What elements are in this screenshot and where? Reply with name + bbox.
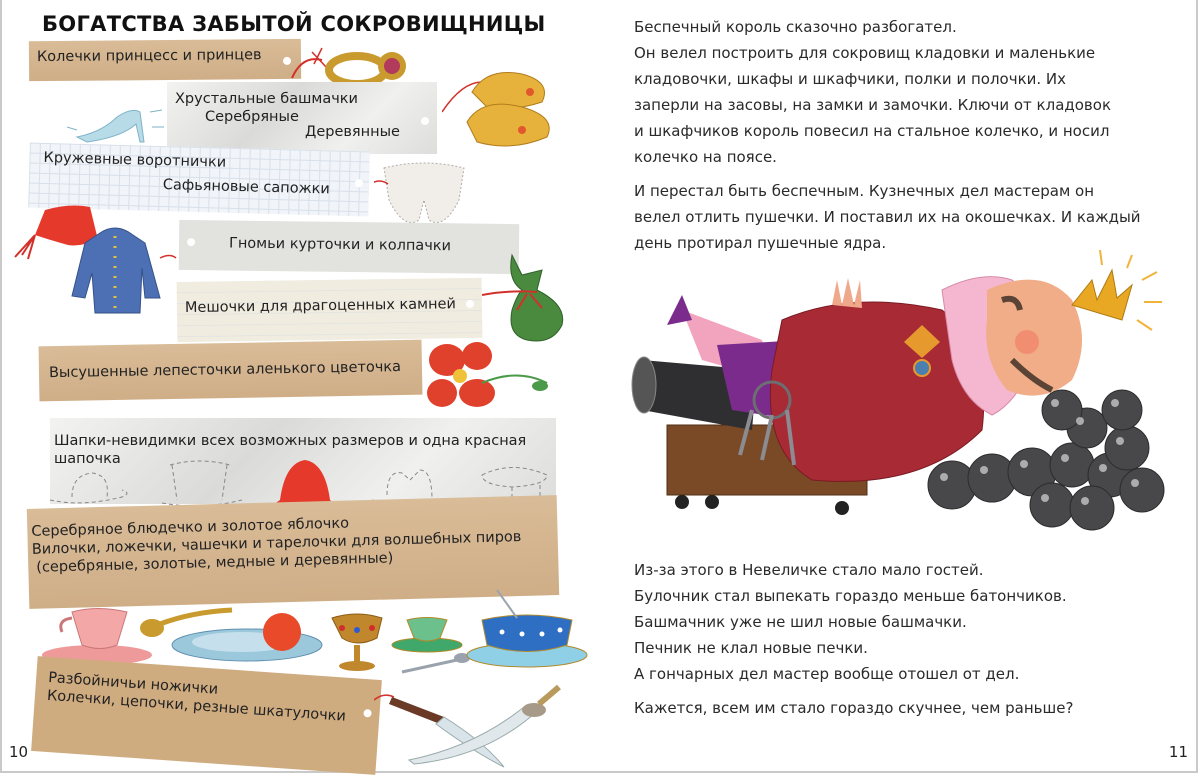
paragraph: Из-за этого в Невеличке стало мало госте…	[634, 557, 1073, 687]
tag-text: Деревянные	[305, 124, 400, 141]
red-flower-petals-illustration	[427, 342, 548, 407]
lace-collar-illustration	[374, 162, 465, 223]
crystal-slipper-illustration	[66, 109, 164, 143]
tag-text: Высушенные лепесточки аленького цветочка	[48, 359, 402, 382]
page-title: БОГАТСТВА ЗАБЫТОЙ СОКРОВИЩНИЦЫ	[42, 12, 546, 36]
text-line: и шкафчиков король повесил на стальное к…	[634, 122, 1110, 140]
king-on-cannon-illustration	[631, 250, 1165, 531]
story-text-bottom: Из-за этого в Невеличке стало мало госте…	[634, 557, 1073, 721]
text-line: Кажется, всем им стало гораздо скучнее, …	[634, 699, 1074, 717]
text-line: колечко на поясе.	[634, 148, 777, 166]
text-line: А гончарных дел мастер вообще отошел от …	[634, 665, 1020, 683]
paragraph: Кажется, всем им стало гораздо скучнее, …	[634, 695, 1073, 721]
text-line: Булочник стал выпекать гораздо меньше ба…	[634, 587, 1067, 605]
tag-text: Гномьи курточки и колпачки	[228, 235, 452, 255]
tag-text: Мешочки для драгоценных камней	[184, 296, 457, 317]
tag-slippers: Хрустальные башмачки Серебряные Деревянн…	[167, 82, 437, 154]
text-line: Печник не клал новые печки.	[634, 639, 868, 657]
paragraph: Беспечный король сказочно разбогател. Он…	[634, 14, 1141, 170]
wooden-clogs-illustration	[442, 72, 550, 147]
text-line: заперли на засовы, на замки и замочки. К…	[634, 96, 1112, 114]
red-gnome-hat-illustration	[14, 205, 98, 260]
text-line: И перестал быть беспечным. Кузнечных дел…	[634, 182, 1095, 200]
text-line: Беспечный король сказочно разбогател.	[634, 18, 957, 36]
story-text-top: Беспечный король сказочно разбогател. Он…	[634, 14, 1141, 256]
text-line: Башмачник уже не шил новые башмачки.	[634, 613, 967, 631]
text-line: день протирал пушечные ядра.	[634, 234, 887, 252]
red-hat-illustration	[265, 460, 342, 510]
paragraph: И перестал быть беспечным. Кузнечных дел…	[634, 178, 1141, 256]
page-number-right: 11	[1168, 743, 1188, 761]
tag-text: Шапки-невидимки всех возможных размеров …	[54, 433, 527, 449]
tag-text: Кружевные воротнички	[43, 149, 227, 171]
tag-flower-petals: Высушенные лепесточки аленького цветочка	[38, 339, 423, 402]
tableware-illustration-row	[42, 590, 588, 674]
green-gem-pouch-illustration	[482, 253, 564, 342]
tag-text: Хрустальные башмачки	[175, 91, 358, 107]
left-page: БОГАТСТВА ЗАБЫТОЙ СОКРОВИЩНИЦЫ Колечки п…	[2, 0, 602, 775]
tag-rings: Колечки принцесс и принцев	[28, 38, 302, 82]
right-page: Беспечный король сказочно разбогател. Он…	[602, 0, 1200, 771]
tag-gnome-jackets: Гномьи курточки и колпачки	[178, 219, 520, 275]
tag-text: Колечки принцесс и принцев	[36, 47, 262, 66]
dagger-and-sabre-illustration	[374, 684, 561, 768]
tag-text: Серебряные	[205, 109, 299, 126]
blue-jacket-illustration	[71, 227, 177, 314]
page-number-left: 10	[9, 743, 29, 761]
text-line: Он велел построить для сокровищ кладовки…	[634, 44, 1096, 62]
text-line: кладовочки, шкафы и шкафчики, полки и по…	[634, 70, 1067, 88]
tag-gem-pouches: Мешочки для драгоценных камней	[176, 277, 483, 343]
text-line: Из-за этого в Невеличке стало мало госте…	[634, 561, 984, 579]
text-line: велел отлить пушечки. И поставил их на о…	[634, 208, 1141, 226]
tag-text: шапочка	[54, 451, 121, 468]
